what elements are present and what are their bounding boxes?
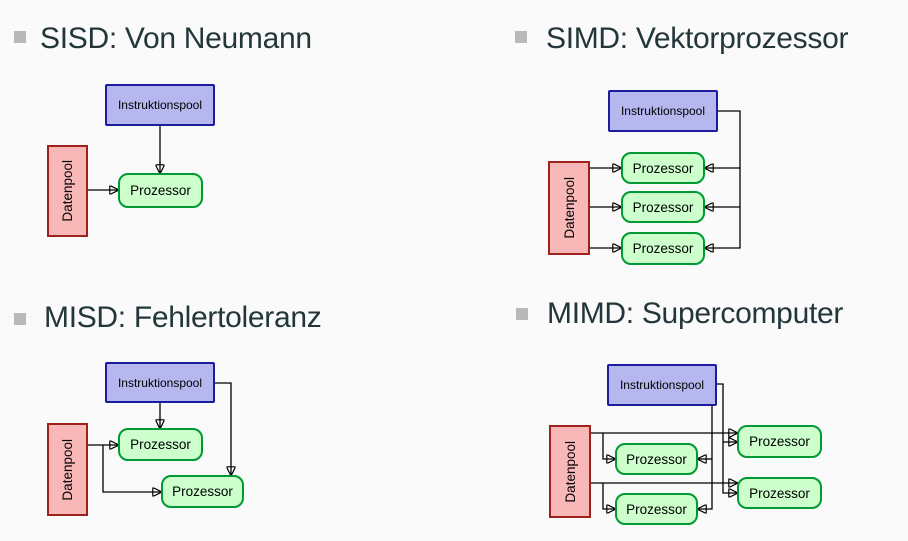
bullet-icon xyxy=(14,313,26,325)
misd-arrow-instr-to-proc2 xyxy=(215,382,231,475)
mimd-data-pool: Datenpool xyxy=(549,425,591,518)
processor-label: Prozessor xyxy=(632,160,694,176)
mimd-instruction-pool: Instruktionspool xyxy=(607,364,717,406)
processor-label: Prozessor xyxy=(626,501,687,517)
processor-label: Prozessor xyxy=(626,451,687,467)
simd-processor-3: Prozessor xyxy=(621,232,705,265)
misd-instruction-pool: Instruktionspool xyxy=(105,362,215,403)
processor-label: Prozessor xyxy=(130,437,191,452)
processor-label: Prozessor xyxy=(749,434,810,449)
processor-label: Prozessor xyxy=(632,199,694,215)
misd-processor-1: Prozessor xyxy=(118,428,203,461)
data-pool-label: Datenpool xyxy=(60,438,75,501)
processor-label: Prozessor xyxy=(749,485,810,501)
mimd-processor-right-1: Prozessor xyxy=(737,425,822,458)
data-pool-label: Datenpool xyxy=(562,440,578,503)
mimd-arrow-data-to-midproc2 xyxy=(602,483,615,509)
sisd-data-pool: Datenpool xyxy=(47,145,88,237)
mimd-processor-mid-2: Prozessor xyxy=(615,493,698,525)
mimd-instr-bus-b xyxy=(717,383,737,493)
simd-instruction-pool: Instruktionspool xyxy=(608,90,718,132)
bullet-icon xyxy=(515,31,527,43)
panel-title-simd: SIMD: Vektorprozessor xyxy=(546,22,849,55)
instruction-pool-label: Instruktionspool xyxy=(117,98,203,112)
processor-label: Prozessor xyxy=(172,484,233,499)
processor-label: Prozessor xyxy=(632,241,694,256)
simd-data-pool: Datenpool xyxy=(548,161,590,255)
bullet-icon xyxy=(14,31,26,43)
panel-title-misd: MISD: Fehlertoleranz xyxy=(44,301,322,334)
bullet-icon xyxy=(516,308,528,320)
mimd-arrow-data-to-midproc1 xyxy=(602,433,615,459)
instruction-pool-label: Instruktionspool xyxy=(620,104,706,118)
data-pool-label: Datenpool xyxy=(60,160,75,222)
panel-title-mimd: MIMD: Supercomputer xyxy=(547,297,844,330)
processor-label: Prozessor xyxy=(130,183,191,198)
simd-processor-2: Prozessor xyxy=(621,191,705,223)
data-pool-label: Datenpool xyxy=(561,177,577,239)
instruction-pool-label: Instruktionspool xyxy=(619,378,705,392)
panel-title-sisd: SISD: Von Neumann xyxy=(40,22,312,55)
mimd-instr-bus-a xyxy=(698,406,713,509)
misd-data-pool: Datenpool xyxy=(47,423,88,516)
sisd-instruction-pool: Instruktionspool xyxy=(105,84,215,126)
mimd-processor-right-2: Prozessor xyxy=(737,477,822,509)
sisd-processor: Prozessor xyxy=(118,173,203,208)
misd-processor-2: Prozessor xyxy=(161,475,244,508)
instruction-pool-label: Instruktionspool xyxy=(117,375,203,390)
mimd-processor-mid-1: Prozessor xyxy=(615,443,698,475)
simd-processor-1: Prozessor xyxy=(621,152,705,184)
